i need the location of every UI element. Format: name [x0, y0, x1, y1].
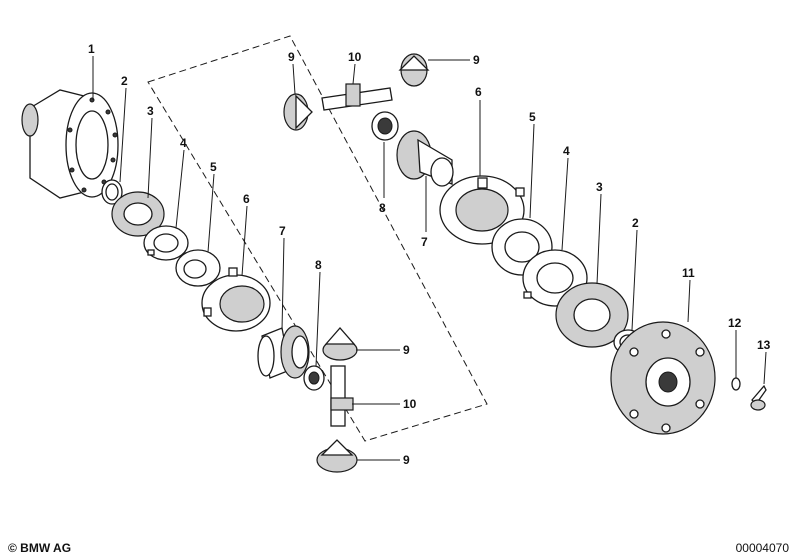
diagram-code: 00004070: [735, 541, 789, 555]
callout-4-left: 4: [180, 136, 187, 150]
part-housing: [21, 89, 119, 199]
callout-5-left: 5: [210, 160, 217, 174]
part-friction-disc-left: [143, 225, 189, 261]
callout-6-right: 6: [475, 85, 482, 99]
callout-9-lower-bottom: 9: [403, 453, 410, 467]
part-bushing-upper: [371, 111, 399, 141]
part-cover: [610, 321, 716, 435]
leader-lines: [92, 56, 767, 461]
part-side-gear-left: [257, 325, 310, 379]
part-cross-shaft-lower: [330, 365, 354, 427]
callout-2-left: 2: [121, 74, 128, 88]
callout-10-lower: 10: [403, 397, 417, 411]
part-cross-shaft-upper: [321, 83, 393, 111]
callout-2-right: 2: [632, 216, 639, 230]
callout-5-right: 5: [529, 110, 536, 124]
callout-3-left: 3: [147, 104, 154, 118]
callout-8-upper: 8: [379, 201, 386, 215]
callout-12: 12: [728, 316, 742, 330]
part-bevel-gear-lower-bottom: [316, 439, 358, 473]
part-bevel-gear-upper-left: [283, 93, 313, 131]
callout-13: 13: [757, 338, 771, 352]
callout-9-lower-top: 9: [403, 343, 410, 357]
part-bolt: [750, 384, 767, 411]
callout-3-right: 3: [596, 180, 603, 194]
callout-7-left: 7: [279, 224, 286, 238]
part-washer-small-left: [101, 179, 123, 205]
callout-1: 1: [88, 42, 95, 56]
part-thrust-washer-left: [111, 191, 165, 237]
part-side-gear-right: [396, 130, 454, 187]
part-bevel-gear-lower-top: [322, 327, 358, 361]
callout-9-upper-right: 9: [473, 53, 480, 67]
part-bevel-gear-upper-right: [398, 53, 430, 87]
callout-10-upper: 10: [348, 50, 362, 64]
part-thrust-washer-right: [555, 282, 629, 348]
subassembly-boundary: [147, 35, 488, 442]
part-splined-disc-left: [175, 249, 221, 287]
callout-11: 11: [682, 266, 695, 280]
copyright-label: © BMW AG: [8, 541, 72, 555]
callout-8-lower: 8: [315, 258, 322, 272]
callout-6-left: 6: [243, 192, 250, 206]
callout-7-right: 7: [421, 235, 428, 249]
part-lock-washer: [731, 377, 741, 391]
part-pressure-ring-left: [201, 267, 271, 332]
callout-9-upper-left: 9: [288, 50, 295, 64]
callout-4-right: 4: [563, 144, 570, 158]
part-bushing-lower: [303, 365, 325, 391]
